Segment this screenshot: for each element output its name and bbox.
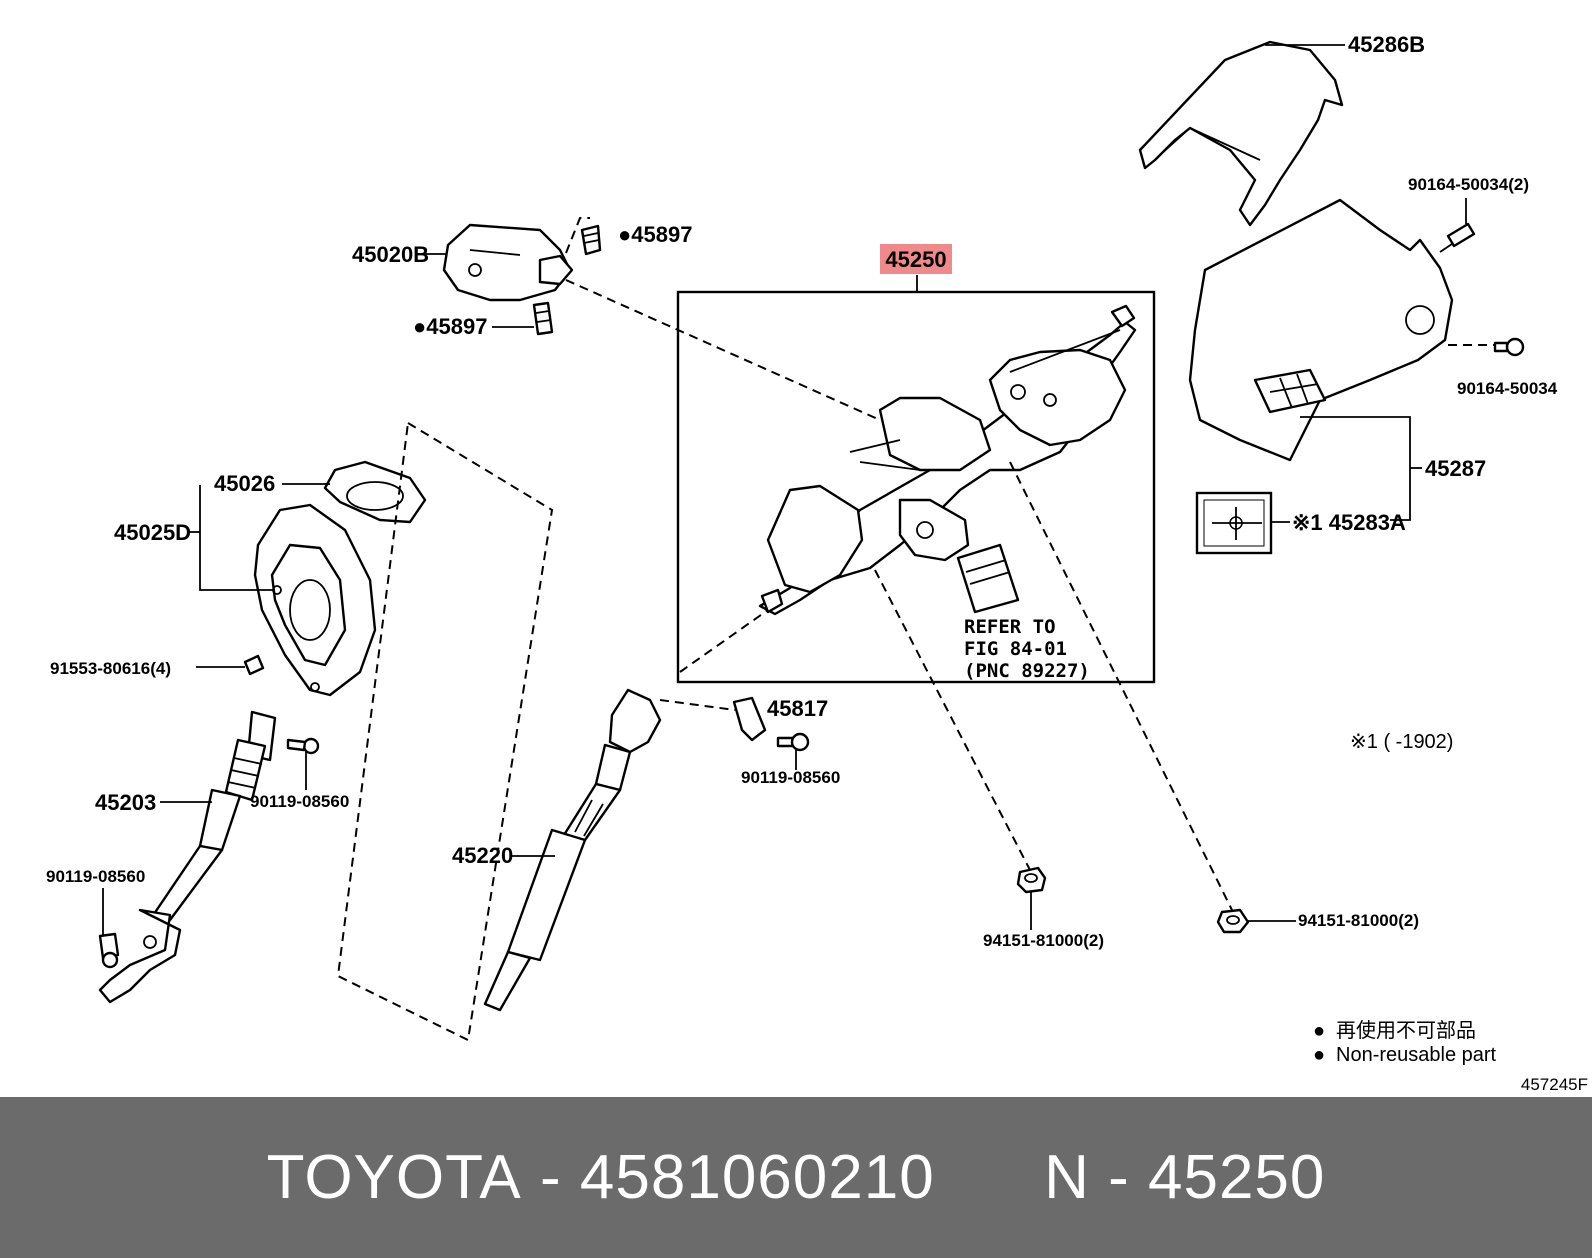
label-45897-bottom[interactable]: ●45897	[413, 314, 487, 339]
intermediate-shaft-45203[interactable]	[98, 710, 277, 1004]
footer-separator-2: -	[1108, 1143, 1130, 1212]
footer-part-number: 4581060210	[579, 1143, 935, 1212]
label-45283A[interactable]: ※1 45283A	[1292, 510, 1406, 535]
footer-brand: TOYOTA	[266, 1143, 522, 1212]
bolt-90119-center[interactable]	[776, 732, 810, 752]
legend-bullet-jp: ●	[1313, 1020, 1325, 1042]
nut-94151-center[interactable]	[1016, 866, 1047, 894]
label-45220[interactable]: 45220	[452, 843, 513, 868]
nut-94151-right[interactable]	[1216, 908, 1250, 934]
parts-diagram: 45250 REFER TO FIG 84-01 (PNC 89227) 452…	[46, 32, 1588, 1094]
label-45286B[interactable]: 45286B	[1348, 32, 1425, 57]
legend-en: Non-reusable part	[1336, 1044, 1497, 1066]
label-45287[interactable]: 45287	[1425, 456, 1486, 481]
lower-shaft-45220[interactable]	[483, 688, 662, 1012]
part-45817[interactable]	[732, 696, 767, 742]
bolt-45897-bottom[interactable]	[532, 301, 554, 336]
label-90164-50034-2[interactable]: 90164-50034(2)	[1408, 175, 1529, 194]
label-90119-08560-bottom[interactable]: 90119-08560	[46, 867, 145, 886]
bolt-90119-bottom-left[interactable]	[98, 932, 120, 969]
bolt-91553[interactable]	[243, 654, 265, 676]
label-45897-top[interactable]: ●45897	[618, 222, 692, 247]
label-45025D[interactable]: 45025D	[114, 520, 191, 545]
highlight-45250	[880, 244, 952, 274]
steering-lock-45020B[interactable]	[442, 223, 574, 302]
refer-line-2: FIG 84-01	[964, 638, 1067, 660]
label-45026[interactable]: 45026	[214, 471, 275, 496]
note-applicability: ※1 ( -1902)	[1350, 731, 1453, 753]
refer-line-1: REFER TO	[964, 616, 1056, 638]
label-94151-81000-right[interactable]: 94151-81000(2)	[1298, 911, 1419, 930]
label-45203[interactable]: 45203	[95, 790, 156, 815]
legend-bullet-en: ●	[1313, 1044, 1325, 1066]
bolt-90119-upper-left[interactable]	[286, 737, 320, 755]
label-91553-80616-4[interactable]: 91553-80616(4)	[50, 659, 171, 678]
label-90119-08560-center[interactable]: 90119-08560	[741, 768, 840, 787]
bolt-45897-top[interactable]	[580, 224, 602, 256]
lower-column-cover[interactable]	[1188, 198, 1454, 462]
label-90119-08560-left[interactable]: 90119-08560	[250, 792, 349, 811]
part-footer-bar: TOYOTA - 4581060210 N - 45250	[0, 1097, 1592, 1258]
footer-separator: -	[540, 1143, 562, 1212]
screw-90164-upper[interactable]	[1439, 222, 1476, 253]
label-94151-81000-center[interactable]: 94151-81000(2)	[983, 931, 1104, 950]
steering-column-assembly[interactable]	[758, 304, 1137, 616]
label-45020B[interactable]: 45020B	[352, 242, 429, 267]
refer-line-3: (PNC 89227)	[964, 660, 1090, 682]
figure-id: 457245F	[1521, 1075, 1588, 1094]
screw-90164-lower[interactable]	[1493, 337, 1525, 357]
label-plate-45283A[interactable]	[1195, 491, 1273, 555]
label-45250[interactable]: 45250	[885, 247, 946, 272]
column-assembly-box	[676, 290, 1156, 684]
label-45817[interactable]: 45817	[767, 696, 828, 721]
footer-pnc-prefix: N	[1044, 1143, 1090, 1212]
label-90164-50034[interactable]: 90164-50034	[1457, 379, 1558, 398]
hole-cover-45025D[interactable]	[253, 503, 377, 697]
seal-45026[interactable]	[323, 460, 427, 524]
legend-jp: 再使用不可部品	[1336, 1019, 1476, 1042]
footer-pnc: 45250	[1147, 1143, 1326, 1212]
ecu-module[interactable]	[956, 543, 1020, 614]
upper-column-cover[interactable]	[1138, 40, 1344, 227]
